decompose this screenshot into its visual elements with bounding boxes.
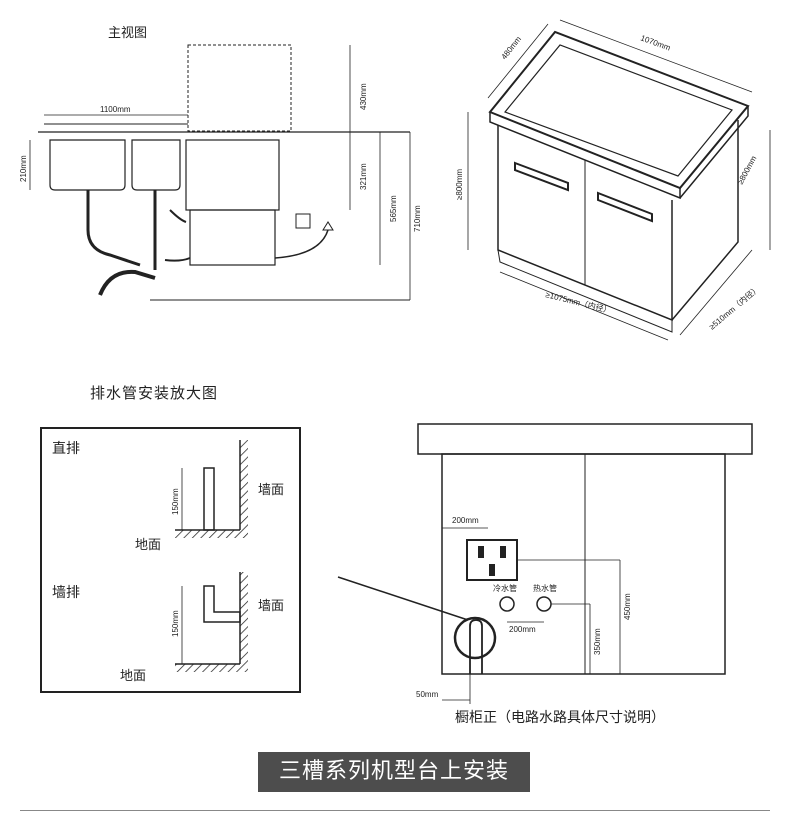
- cabinet-body: [441, 453, 726, 675]
- dim-line-480: [487, 23, 549, 99]
- hose-2: [164, 257, 191, 262]
- dishwasher-top-box: [187, 44, 292, 132]
- socket-pin-right: [500, 546, 506, 558]
- sink-bowl-left: [49, 139, 126, 191]
- dim-height: ≥800mm: [455, 169, 464, 200]
- wall-pipe: [203, 585, 241, 623]
- cold-pipe-icon: [499, 596, 515, 612]
- dim-210: 210mm: [19, 155, 28, 182]
- cabinet-rim-side: [679, 106, 749, 199]
- drain-pipe-left: [86, 190, 141, 267]
- door-handle-right: [597, 191, 653, 223]
- hot-pipe-icon: [536, 596, 552, 612]
- direct-wall-label: 墙面: [258, 483, 284, 498]
- wall-wall-hatch: [240, 572, 248, 664]
- drain-outlet: [98, 269, 156, 296]
- cabinet-top-rim: [488, 30, 750, 190]
- socket-pin-left: [478, 546, 484, 558]
- wall-dim: 150mm: [171, 610, 180, 637]
- drain-detail-title: 排水管安装放大图: [90, 384, 218, 402]
- dim-321: 321mm: [359, 163, 368, 190]
- front-view: 主视图 1100mm 210mm 430mm 321mm: [19, 26, 422, 301]
- cold-pipe-label: 冷水管: [493, 583, 517, 593]
- drain-detail-frame: [40, 427, 301, 693]
- dim-430: 430mm: [359, 83, 368, 110]
- cabinet-top-opening: [504, 44, 733, 177]
- dim-450: 450mm: [623, 593, 632, 620]
- cabinet-isometric: 1070mm 480mm ≥800mm ≥800mm ≥1075mm（内径） ≥…: [455, 19, 771, 341]
- direct-wall-hatch: [240, 440, 248, 530]
- wall-drain-label: 墙排: [52, 585, 80, 601]
- drain-detail: 排水管安装放大图 直排 150mm 墙面 地面 墙排 150mm 墙面 地面: [40, 384, 301, 693]
- dim-510: ≥510mm（内径）: [707, 283, 762, 331]
- direct-floor-label: 地面: [135, 538, 161, 553]
- direct-pipe: [203, 467, 215, 531]
- dim-line-1075: [499, 271, 669, 341]
- plug-icon: [322, 221, 334, 231]
- socket-pin-bottom: [489, 564, 495, 576]
- direct-dim: 150mm: [171, 488, 180, 515]
- dim-565: 565mm: [389, 195, 398, 222]
- title-banner: 三槽系列机型台上安装: [258, 752, 530, 792]
- cabinet-side-face: [671, 120, 739, 321]
- dim-line-1070: [559, 19, 753, 93]
- front-view-title: 主视图: [108, 26, 147, 41]
- hot-pipe-label: 热水管: [533, 583, 557, 593]
- cabinet-plinth: [497, 249, 673, 333]
- dim-line-510: [679, 249, 753, 336]
- dim-710: 710mm: [413, 205, 422, 232]
- cabinet-counter: [417, 423, 753, 455]
- direct-drain-label: 直排: [52, 440, 80, 457]
- leader-line: [337, 576, 469, 621]
- dim-350: 350mm: [593, 628, 602, 655]
- dim-socket-200: 200mm: [452, 516, 479, 525]
- hose: [169, 209, 187, 223]
- direct-floor-hatch: [175, 530, 248, 538]
- wall-floor-hatch: [175, 664, 248, 672]
- dim-right-height: ≥800mm: [736, 154, 759, 186]
- wall-wall-label: 墙面: [258, 599, 284, 614]
- bottom-rule: [20, 810, 770, 811]
- dim-1075: ≥1075mm（内径）: [545, 289, 613, 315]
- drain-pipe-front: [469, 619, 483, 674]
- drain-hole-icon: [453, 616, 497, 660]
- cabinet-front: 200mm 冷水管 热水管 200mm 450mm 350mm 50mm 橱柜正…: [416, 423, 753, 726]
- dim-480: 480mm: [499, 34, 523, 61]
- door-handle-left: [514, 161, 569, 192]
- power-cable: [274, 229, 329, 259]
- cabinet-front-caption: 橱柜正（电路水路具体尺寸说明）: [455, 710, 665, 726]
- dim-pipe-gap: 200mm: [509, 625, 536, 634]
- socket-icon: [295, 213, 311, 229]
- dim-50: 50mm: [416, 690, 439, 699]
- wall-floor-label: 地面: [120, 669, 146, 684]
- dim-1100: 1100mm: [100, 105, 131, 114]
- sink-bowl-right: [131, 139, 181, 191]
- dishwasher-base: [189, 209, 276, 266]
- dishwasher-body: [185, 139, 280, 211]
- dim-1070: 1070mm: [639, 33, 672, 52]
